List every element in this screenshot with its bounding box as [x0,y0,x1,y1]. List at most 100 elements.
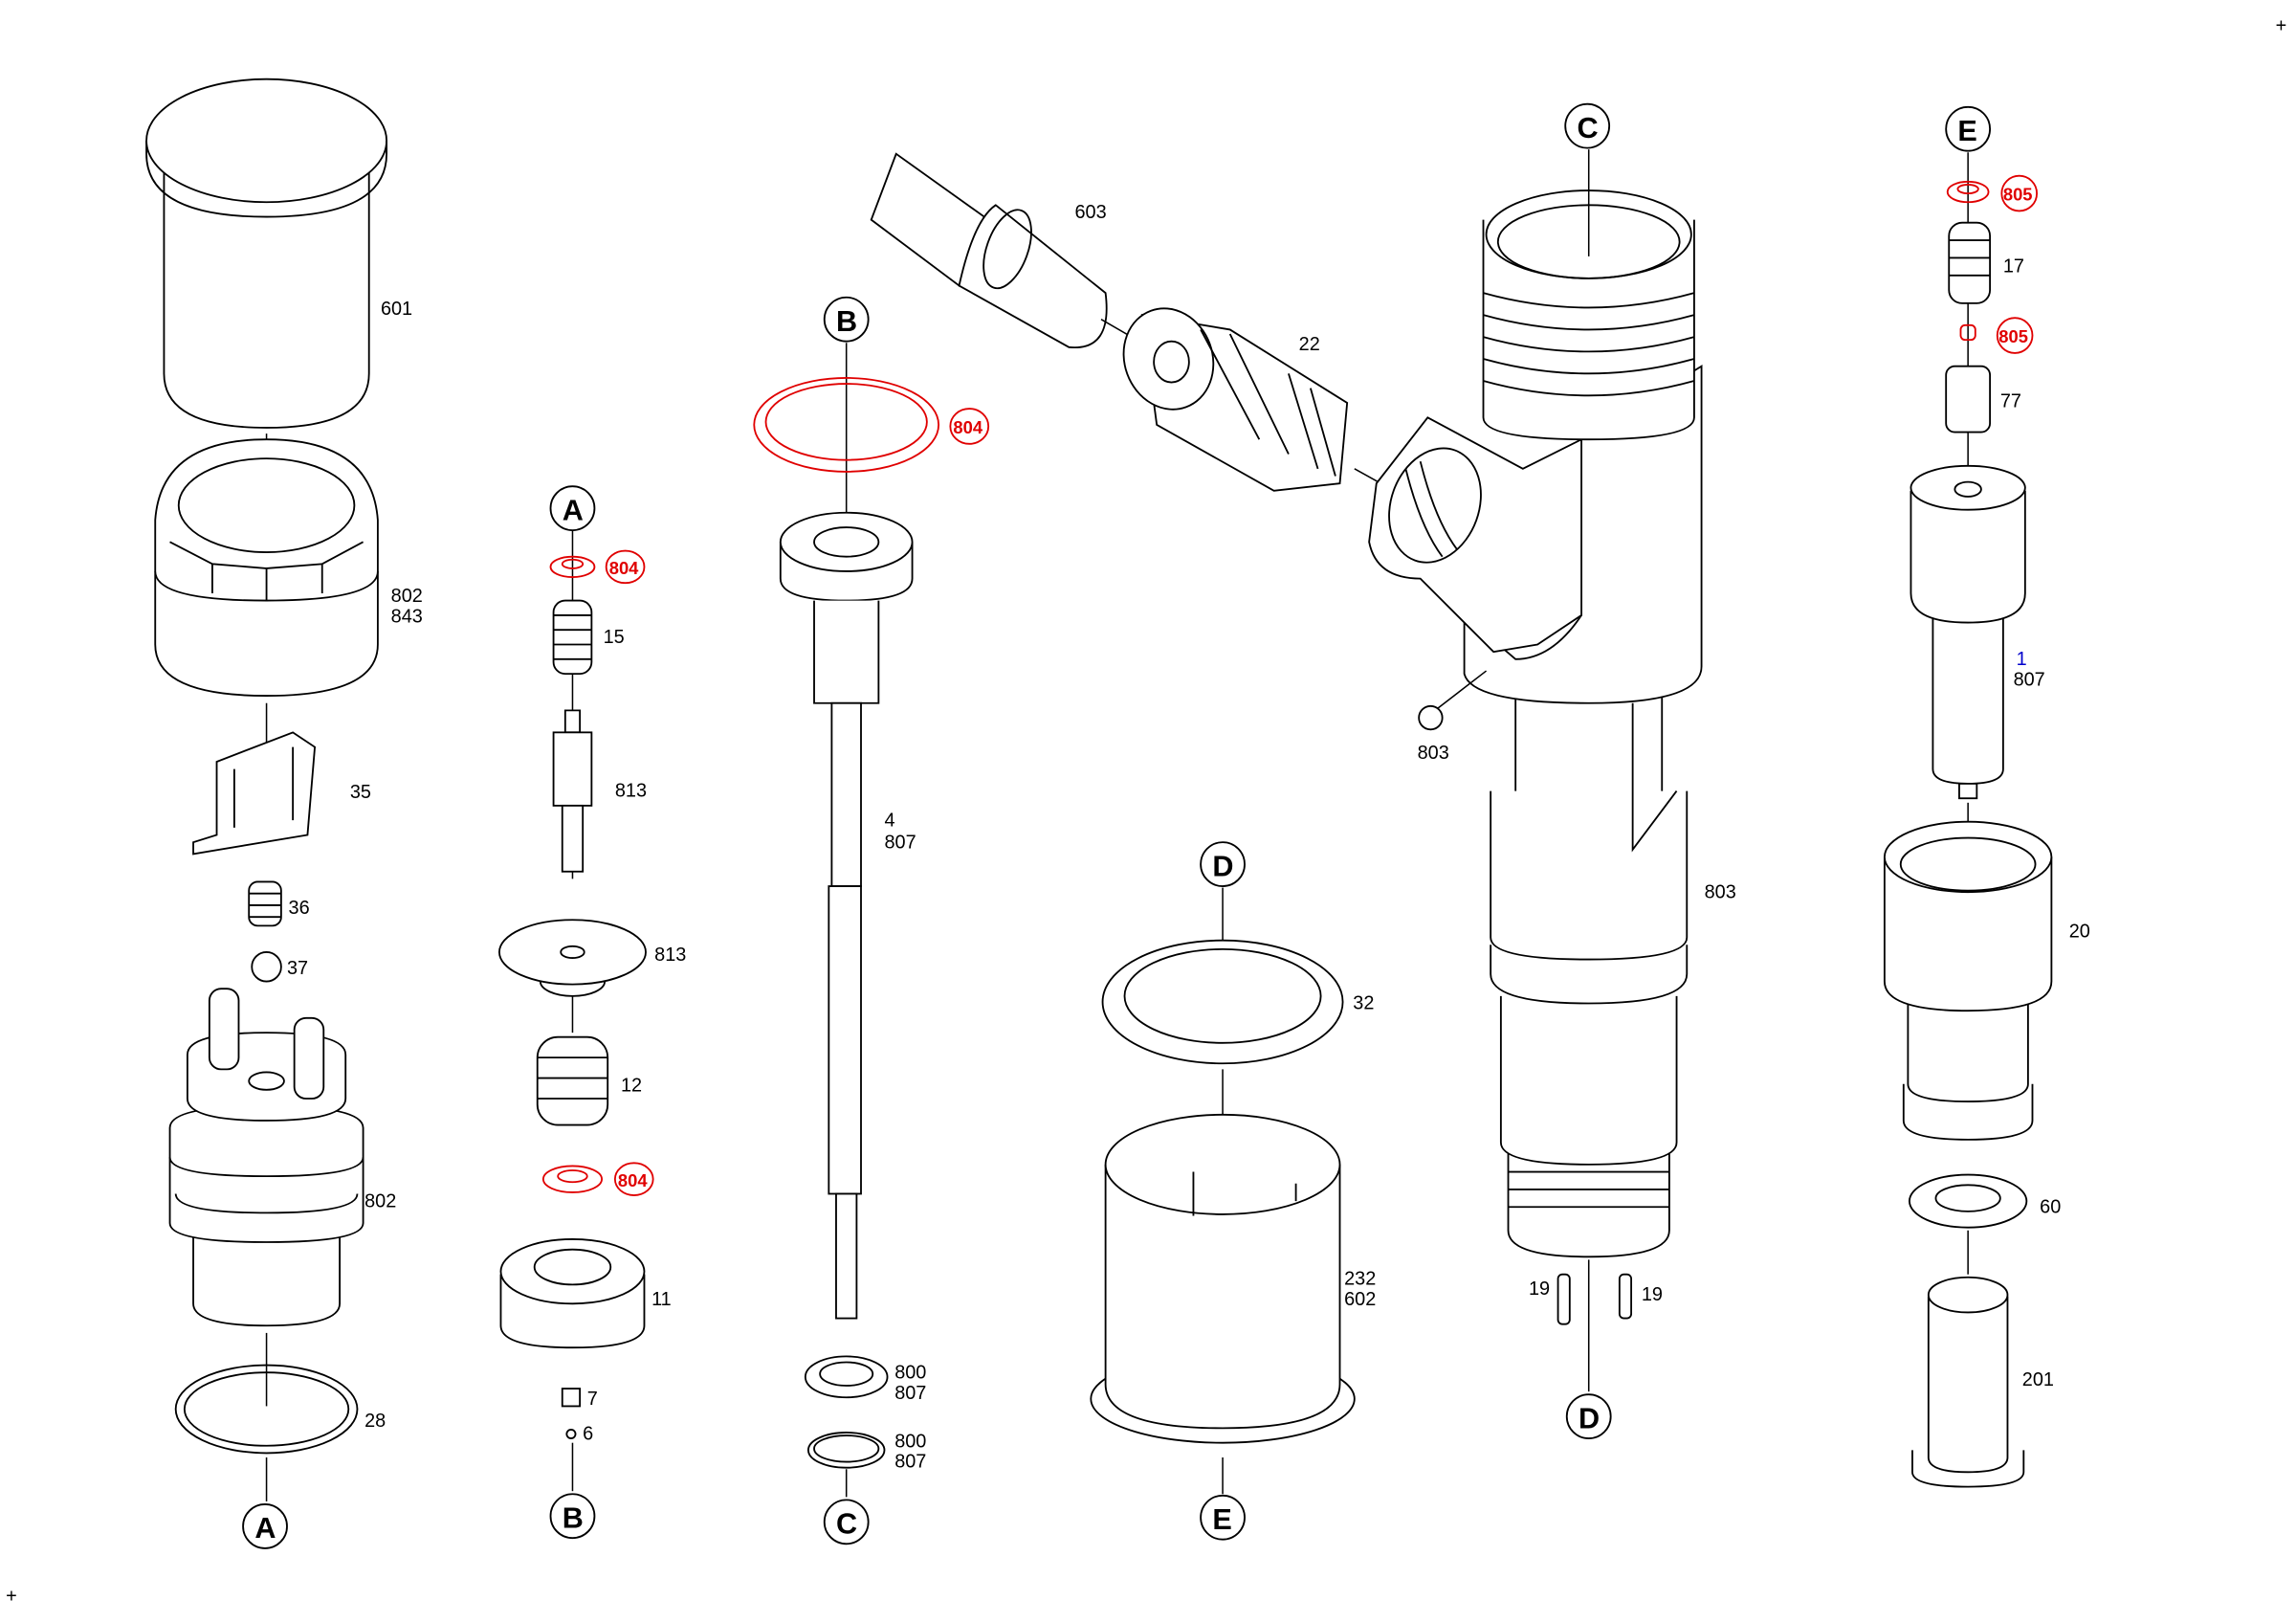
pin-19 [1618,1273,1633,1320]
label-843: 843 [391,607,423,628]
label-19: 19 [1642,1284,1663,1305]
label-807: 807 [894,1383,926,1404]
ref-b-top: B [823,296,870,343]
label-22: 22 [1299,334,1320,355]
corner-mark-top-right: + [2276,16,2287,37]
label-800: 800 [894,1431,926,1452]
washer-60 [1908,1173,2028,1229]
cap-601 [145,78,387,429]
label-28: 28 [364,1411,386,1432]
label-603: 603 [1074,202,1106,223]
label-77: 77 [2000,391,2021,412]
spring-15 [552,599,593,676]
ref-letter: D [1212,850,1233,882]
ref-letter: B [836,305,857,338]
ref-letter: B [563,1501,584,1534]
label-802: 802 [391,586,423,607]
clip-35 [192,731,317,856]
shim-805 [1959,323,1976,342]
ref-c-top: C [1564,102,1611,149]
corner-mark-bottom-left: + [6,1587,17,1608]
ref-letter: C [836,1508,857,1541]
o-ring-804 [753,377,940,473]
washer-800-807 [806,1432,886,1469]
label-813: 813 [654,945,686,966]
sleeve-201 [1911,1276,2025,1488]
ref-letter: E [1212,1503,1231,1536]
label-19: 19 [1529,1278,1550,1300]
label-1: 1 [2017,649,2027,670]
label-201: 201 [2022,1369,2054,1390]
label-37: 37 [287,958,308,979]
label-803: 803 [1418,743,1449,764]
ball-6 [565,1428,577,1440]
ref-c-bottom: C [823,1499,870,1545]
label-805: 805 [2003,185,2033,205]
label-60: 60 [2040,1196,2061,1217]
shim-805 [1946,180,1990,204]
spring-17 [1948,221,1992,304]
spring-12 [536,1035,609,1126]
label-804: 804 [609,558,639,578]
label-804: 804 [618,1170,648,1190]
label-11: 11 [651,1289,672,1310]
spacer-77 [1945,365,1992,434]
label-601: 601 [381,299,412,320]
ref-letter: A [563,494,584,526]
label-807: 807 [894,1452,926,1473]
nut-11 [499,1238,646,1349]
ref-b-bottom: B [549,1493,596,1540]
label-6: 6 [583,1424,593,1445]
body-802 [168,988,364,1327]
sleeve-7 [561,1388,582,1408]
ref-d-top: D [1200,841,1246,887]
ref-e-top: E [1945,105,1992,152]
label-800: 800 [894,1362,926,1383]
label-805: 805 [1998,326,2028,346]
pin-19 [1556,1273,1571,1325]
label-232: 232 [1344,1268,1376,1289]
label-803: 803 [1705,881,1736,902]
shim-804 [541,1165,603,1193]
shim-804 [549,555,596,579]
label-7: 7 [587,1389,598,1410]
ref-a-bottom: A [242,1503,288,1549]
washer-800-807 [804,1355,889,1399]
label-602: 602 [1344,1289,1376,1310]
ref-d-bottom: D [1565,1393,1612,1440]
label-804: 804 [953,417,982,437]
ball-37 [251,951,282,983]
label-802: 802 [364,1190,396,1212]
valve-4-807 [779,511,914,1320]
label-813: 813 [615,781,647,802]
ref-letter: E [1957,115,1976,147]
ring-32 [1101,939,1344,1065]
nozzle-1-807 [1910,464,2026,800]
label-32: 32 [1353,993,1374,1014]
ref-a-top: A [549,485,596,532]
nut-802-843 [154,438,379,698]
disc-813 [498,919,647,997]
label-807: 807 [2014,669,2045,690]
connector-603 [870,152,1108,348]
ball-803 [1418,704,1444,731]
spring-36 [248,880,282,927]
label-20: 20 [2069,922,2090,943]
ref-e-bottom: E [1200,1494,1246,1541]
label-36: 36 [289,898,310,919]
label-4: 4 [884,810,894,831]
o-ring-28 [174,1364,359,1455]
ref-letter: C [1577,112,1598,145]
sleeve-232-602 [1090,1113,1356,1444]
label-15: 15 [604,627,625,648]
injector-body-803 [1368,189,1703,1258]
ref-letter: A [254,1512,276,1545]
label-17: 17 [2003,256,2024,278]
label-35: 35 [350,782,371,803]
ref-letter: D [1578,1402,1600,1434]
nozzle-nut-20 [1883,820,2053,1141]
label-807: 807 [884,832,916,853]
pin-813 [552,709,593,873]
label-12: 12 [621,1075,642,1096]
